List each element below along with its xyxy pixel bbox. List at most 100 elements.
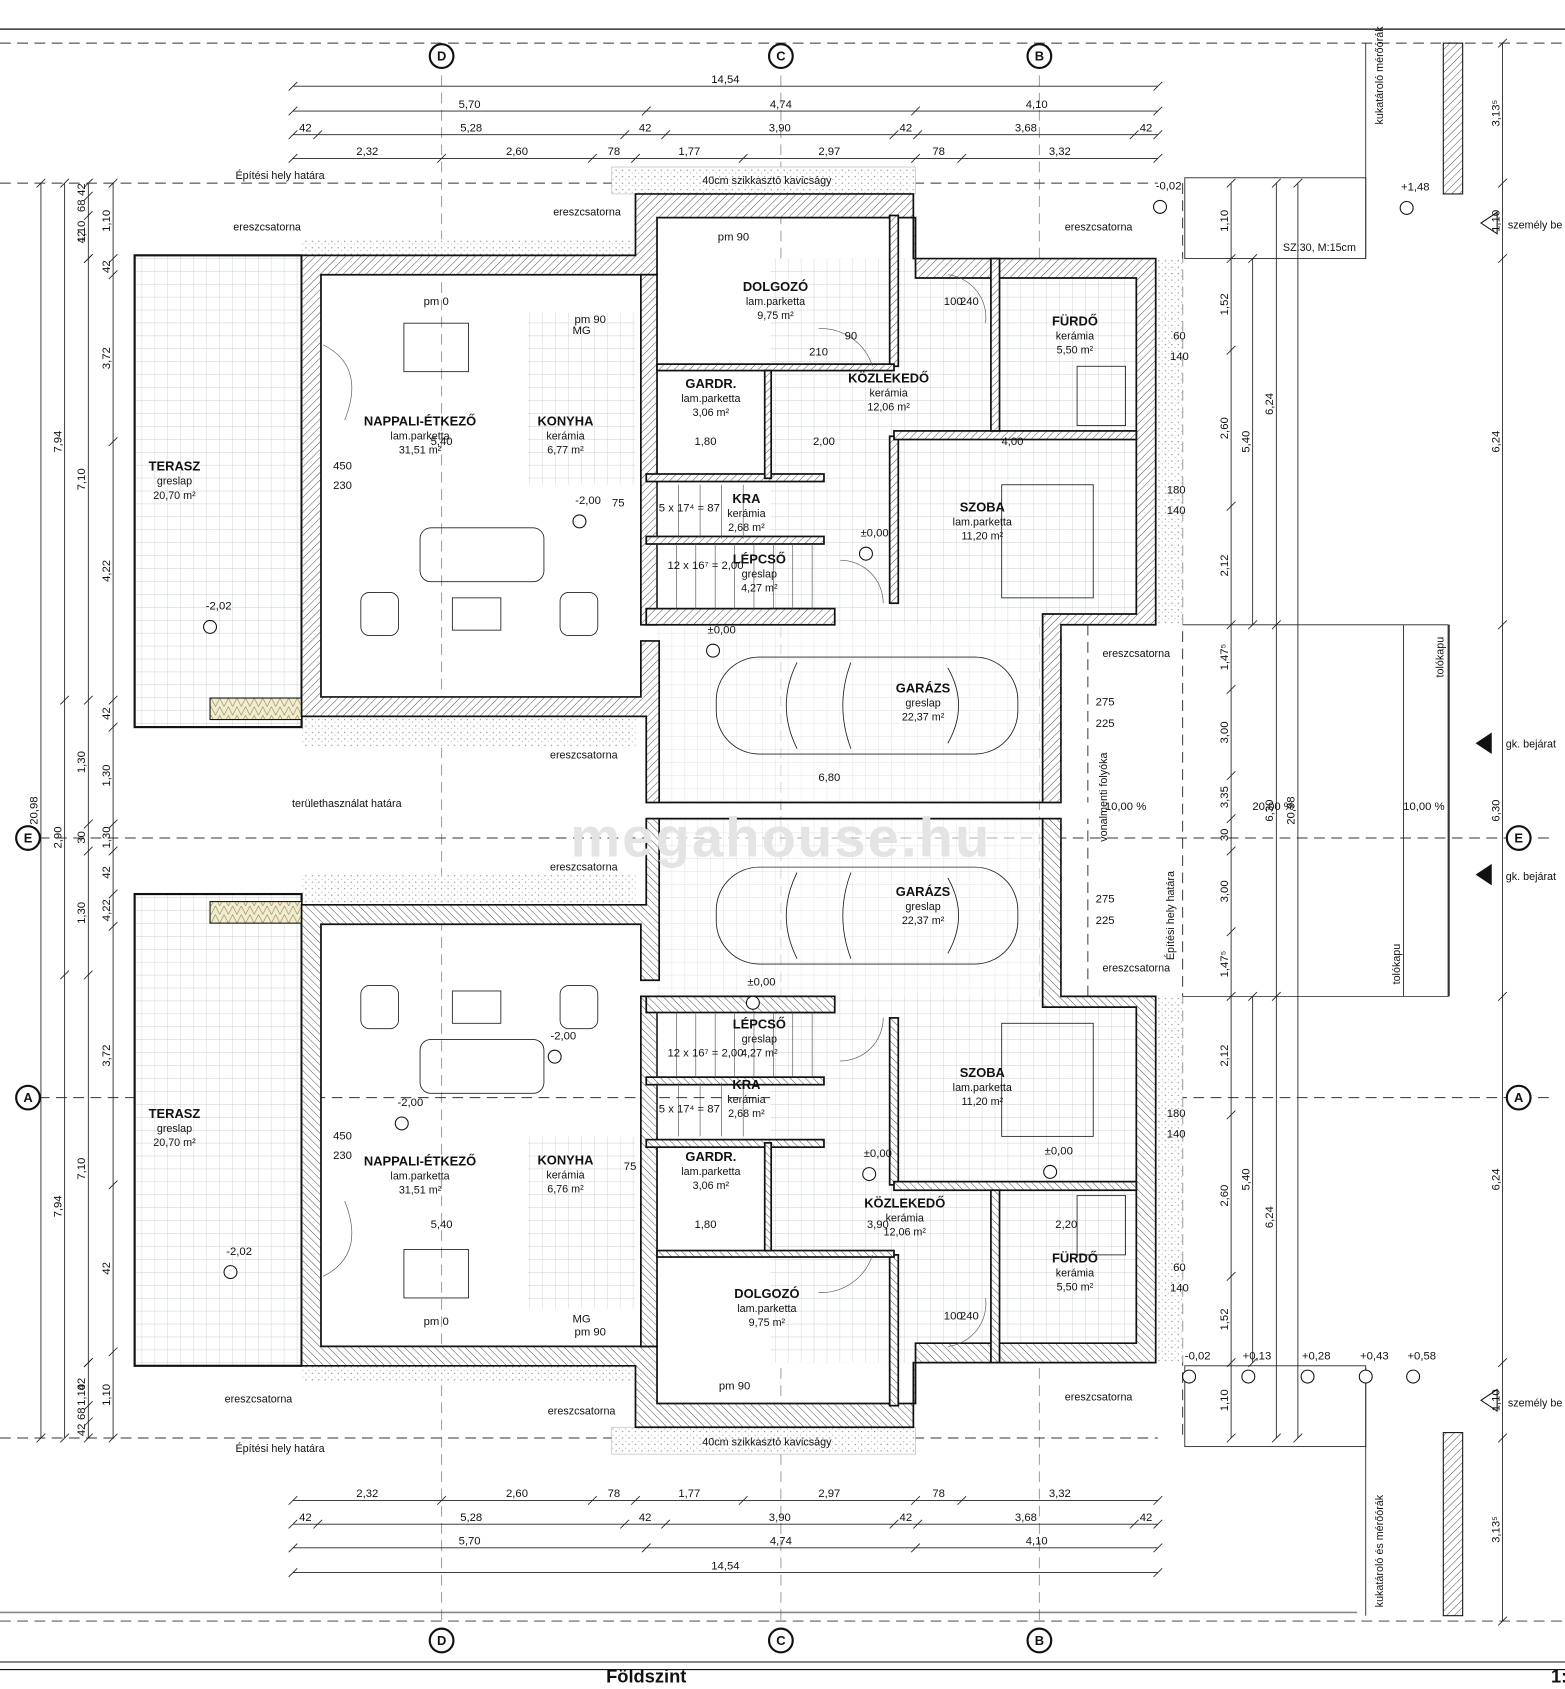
- room-area: 20,70 m²: [153, 1137, 196, 1149]
- interior-dimension: 140: [1170, 1282, 1189, 1294]
- slope-label: 10,00 %: [1105, 801, 1146, 813]
- gas-meter-label: MG: [573, 325, 591, 337]
- room-name: KONYHA: [537, 1152, 593, 1167]
- dimension-value: 2,12: [1219, 555, 1231, 577]
- dimension-tick: [313, 1519, 323, 1529]
- dimension-value: 1,77: [678, 146, 700, 158]
- dimension-tick: [436, 153, 447, 164]
- dimension-value: 6,24: [1264, 1206, 1276, 1228]
- dimension-tick: [83, 1401, 93, 1411]
- dimension-value: 3,90: [769, 122, 791, 134]
- interior-dimension: 225: [1096, 915, 1115, 927]
- level-marker-icon: [1043, 1164, 1058, 1179]
- dimension-tick: [288, 1495, 298, 1506]
- dimension-value: 7,10: [76, 468, 88, 490]
- dimension-tick: [889, 1519, 899, 1529]
- dimension-tick: [738, 1495, 748, 1506]
- dimension-value: 42: [299, 1512, 312, 1524]
- dimension-value: 4,74: [770, 1536, 792, 1548]
- room-floor-material: kerámia: [727, 1094, 765, 1106]
- dimension-tick: [108, 253, 118, 264]
- room-floor-material: greslap: [157, 476, 192, 488]
- dimension-value: 3,35: [1219, 786, 1231, 808]
- gravel-bed-label: 40cm szikkasztó kavicságy: [702, 1437, 832, 1449]
- dimension-value: 6,30: [1264, 800, 1276, 822]
- room-floor-material: lam.parketta: [953, 517, 1012, 529]
- dimension-value: 1,10: [1219, 1389, 1231, 1411]
- axis-label: D: [437, 48, 446, 63]
- room-area: 5,50 m²: [1057, 344, 1094, 356]
- level-value: +0,58: [1407, 1350, 1436, 1362]
- dimension-tick: [1248, 991, 1258, 1001]
- room-area: 22,37 m²: [902, 712, 945, 724]
- gutter-label: ereszcsatorna: [548, 1405, 616, 1417]
- dimension-value: 42: [1140, 122, 1153, 134]
- level-value: -2,02: [206, 601, 232, 613]
- level-marker-icon: [1399, 200, 1414, 215]
- dimension-value: 3,68: [1015, 122, 1037, 134]
- dimension-tick: [1226, 501, 1236, 511]
- dimension-tick: [1153, 1543, 1163, 1553]
- room-area: 11,20 m²: [961, 1096, 1003, 1108]
- level-value: -2,00: [575, 495, 601, 507]
- dimension-tick: [36, 178, 46, 188]
- interior-dimension: 100: [944, 1310, 963, 1322]
- level-value: -2,00: [550, 1030, 576, 1042]
- axis-label: A: [1514, 1090, 1523, 1105]
- dimension-tick: [1226, 927, 1236, 937]
- room-name: KRA: [732, 491, 760, 506]
- dimension-tick: [1497, 178, 1508, 188]
- dimension-tick: [83, 1433, 93, 1443]
- room-floor-material: lam.parketta: [737, 1303, 796, 1315]
- dimension-tick: [1153, 153, 1163, 164]
- axis-marker: [1505, 1084, 1532, 1111]
- dimension-value: 5,40: [1240, 431, 1252, 453]
- interior-dimension: 4,00: [1001, 436, 1023, 448]
- dimension-tick: [630, 1495, 641, 1506]
- dimension-value: 6,24: [1490, 1168, 1502, 1190]
- axis-marker: [1505, 825, 1532, 851]
- room-floor-material: greslap: [157, 1123, 192, 1135]
- dimension-tick: [1226, 1433, 1236, 1443]
- room-name: KONYHA: [537, 414, 593, 429]
- dimension-value: 42: [900, 1512, 913, 1524]
- dimension-tick: [1497, 1357, 1508, 1368]
- dimension-tick: [1153, 106, 1163, 116]
- room-name: KRA: [732, 1077, 760, 1092]
- dimension-value: 1,47⁵: [1219, 951, 1231, 978]
- dimension-tick: [910, 153, 921, 164]
- dimension-tick: [1226, 178, 1236, 188]
- dimension-value: 3,68: [1015, 1512, 1037, 1524]
- level-value: -2,02: [226, 1246, 252, 1258]
- dimension-value: 1,10: [76, 1384, 88, 1406]
- level-value: pm 90: [719, 1381, 750, 1393]
- dimension-value: 4,22: [101, 899, 113, 921]
- dimension-value: 1,52: [1219, 293, 1231, 315]
- dimension-tick: [957, 1495, 967, 1506]
- dimension-tick: [1497, 620, 1508, 630]
- sliding-gate-label: tolókapu: [1391, 944, 1403, 985]
- room-floor-material: greslap: [905, 698, 940, 710]
- level-value: ±0,00: [708, 624, 736, 636]
- dimension-tick: [1226, 684, 1236, 695]
- room-name: DOLGOZÓ: [734, 1286, 799, 1301]
- dimension-tick: [620, 130, 630, 140]
- dimension-tick: [83, 695, 93, 705]
- person-entrance-arrow-icon: [1480, 1388, 1498, 1413]
- dimension-value: 1,10: [101, 210, 113, 232]
- room-floor-material: greslap: [905, 901, 940, 913]
- interior-dimension: 230: [333, 1150, 352, 1162]
- room-name: FÜRDŐ: [1052, 1250, 1098, 1265]
- level-value: ±0,00: [860, 527, 888, 539]
- interior-dimension: 90: [845, 330, 858, 342]
- dimension-tick: [60, 178, 70, 188]
- interior-dimension: 5,40: [431, 1219, 453, 1231]
- dimension-tick: [1271, 1433, 1281, 1443]
- dimension-value: 2,12: [1219, 1045, 1231, 1067]
- dimension-value: 1,10: [101, 1384, 113, 1406]
- room-name: TERASZ: [149, 459, 201, 474]
- interior-dimension: 275: [1096, 697, 1115, 709]
- dimension-tick: [60, 1433, 70, 1443]
- level-value: pm 90: [575, 314, 606, 326]
- dimension-value: 5,70: [459, 99, 481, 111]
